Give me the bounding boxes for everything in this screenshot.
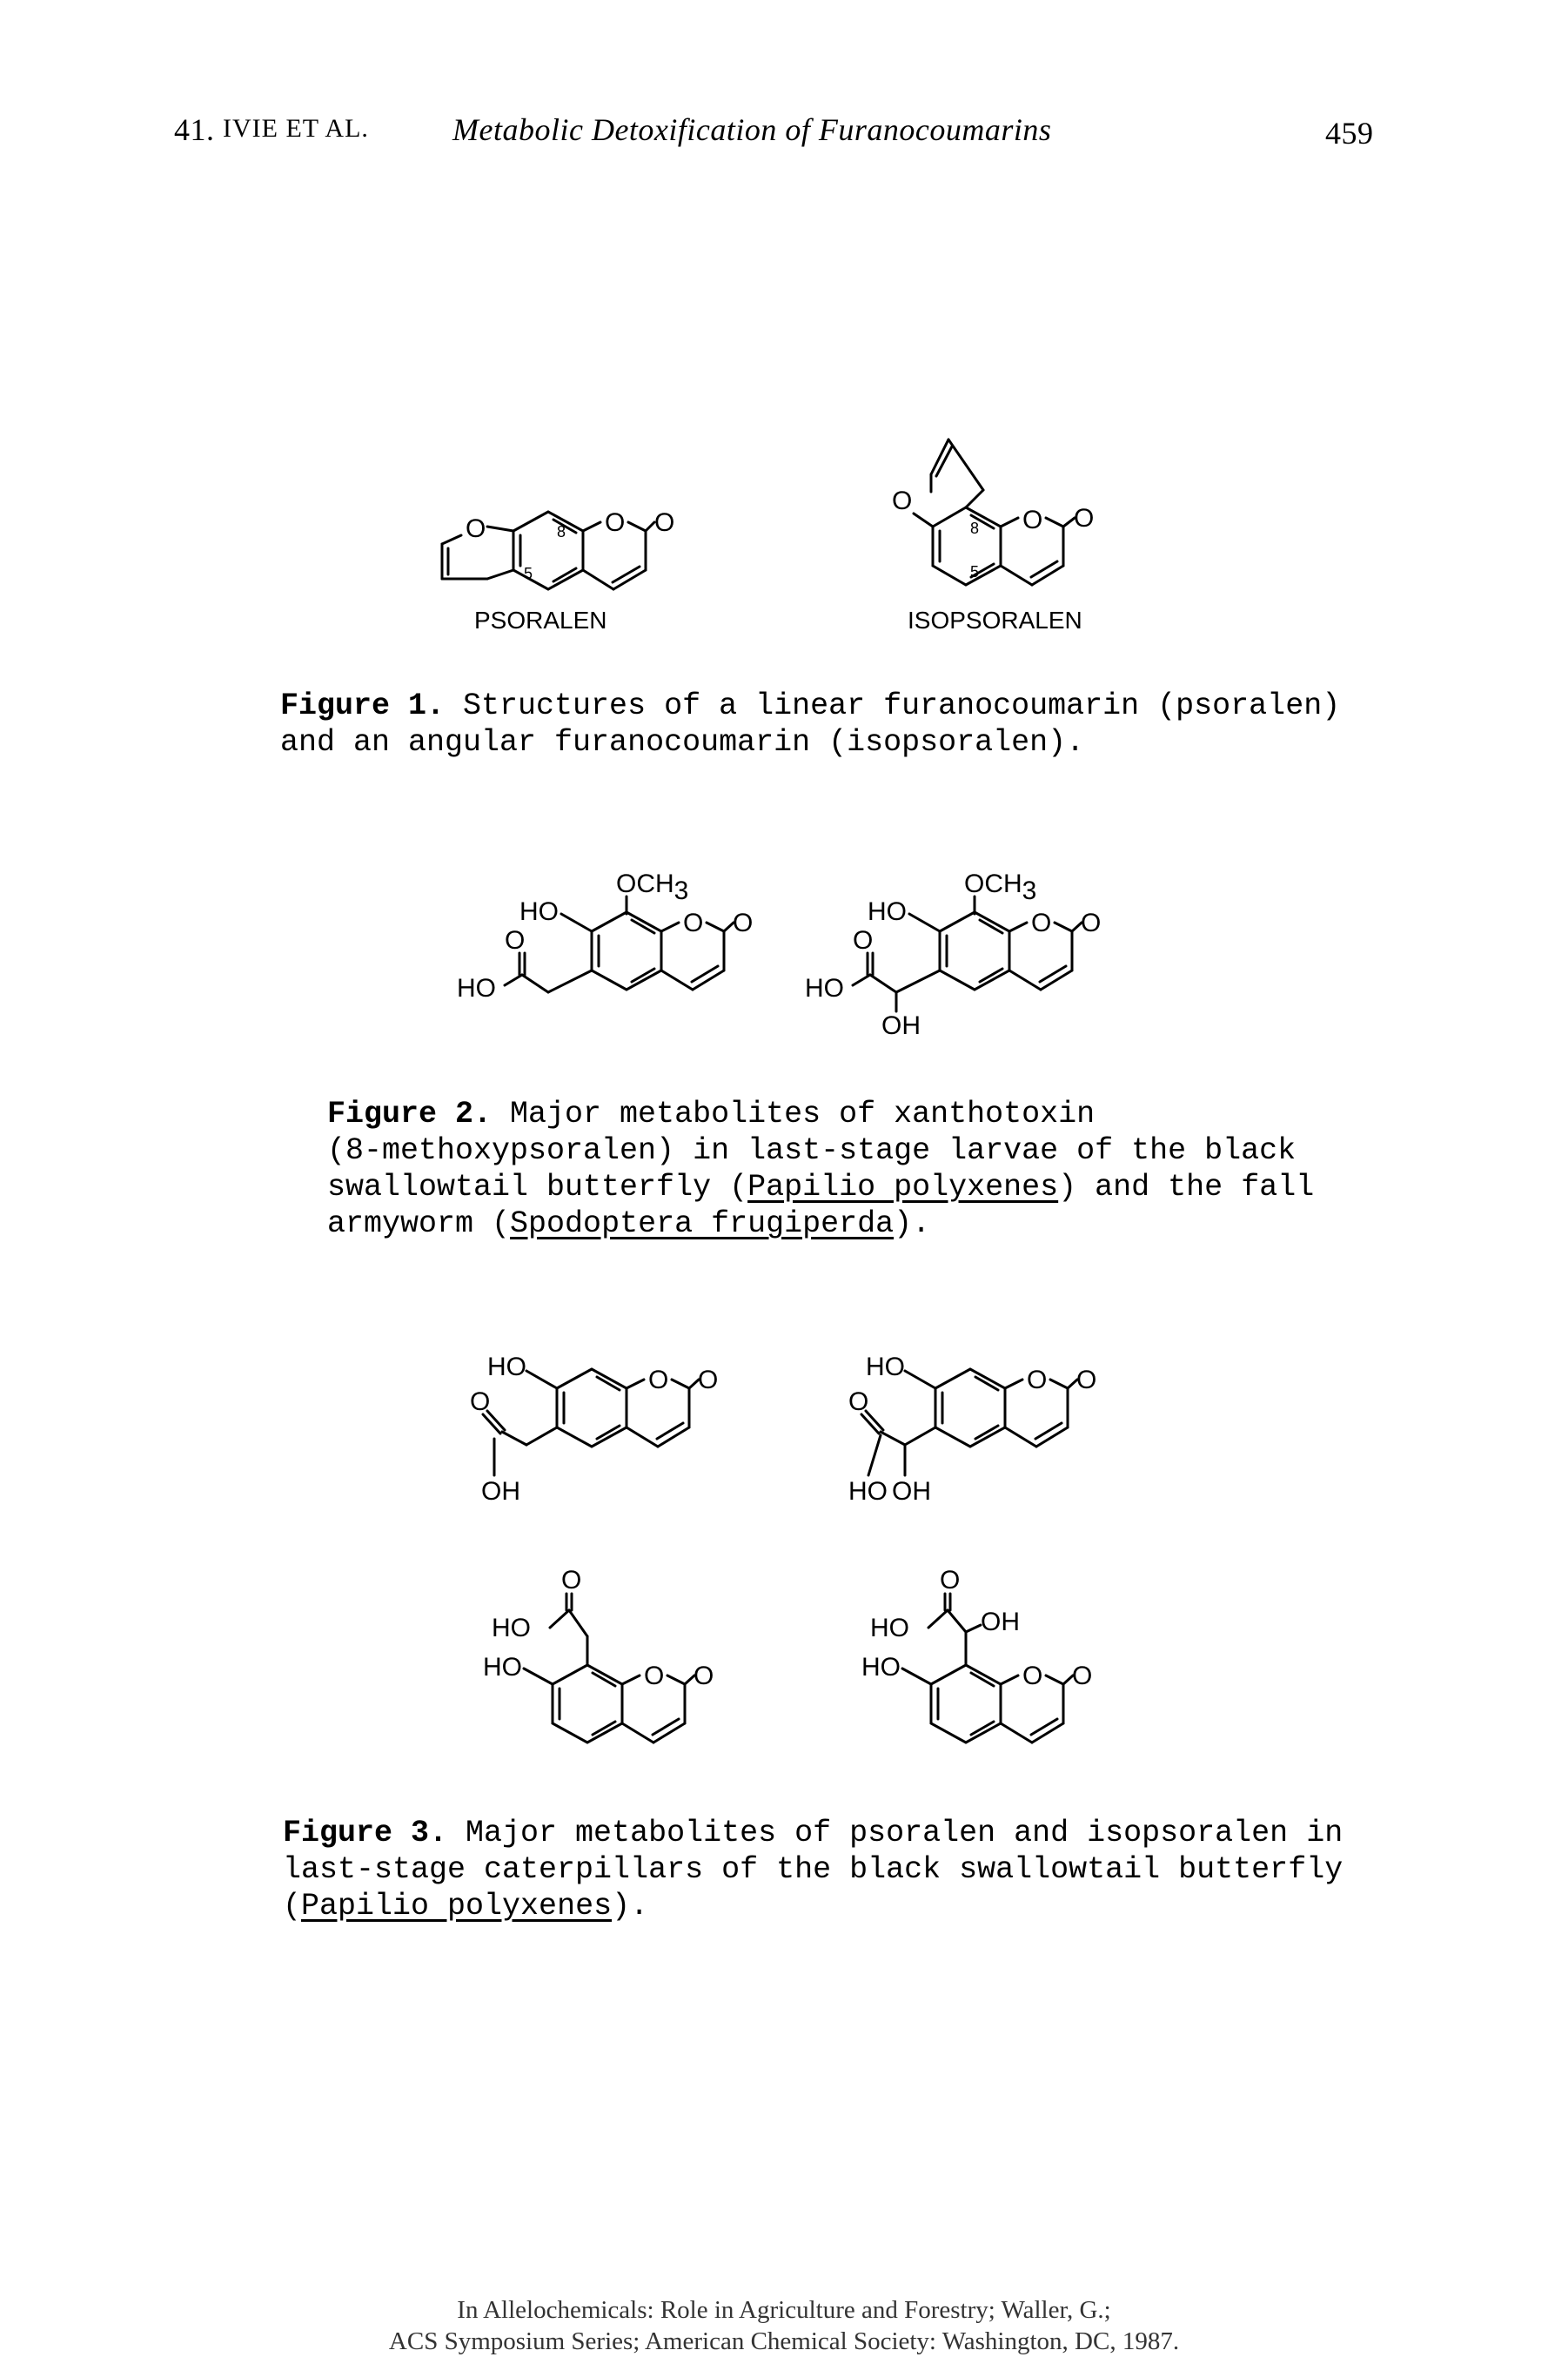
- atom-ho: HO: [492, 1614, 531, 1642]
- atom-oh: OH: [892, 1477, 931, 1506]
- atom-ho: HO: [805, 974, 844, 1003]
- atom-o: O: [605, 508, 625, 537]
- atom-o: O: [1076, 1366, 1096, 1394]
- caption-text: (: [283, 1889, 302, 1924]
- position-label: 8: [557, 523, 566, 541]
- atom-o: O: [561, 1566, 581, 1595]
- caption-text: ).: [612, 1889, 649, 1924]
- atom-oh: OH: [481, 1477, 520, 1506]
- atom-o: O: [698, 1366, 718, 1394]
- atom-o: O: [1072, 1662, 1092, 1690]
- atom-ho: HO: [483, 1653, 522, 1682]
- isopsoralen-metabolite-acid: O HO HO O O: [483, 1566, 714, 1744]
- isopsoralen-metabolite-hydroxy-acid: O HO OH HO O O: [861, 1566, 1092, 1744]
- atom-o: O: [1027, 1366, 1047, 1394]
- position-label: 8: [970, 520, 979, 537]
- running-head-title: Metabolic Detoxification of Furanocoumar…: [452, 112, 1052, 147]
- atom-ho: HO: [870, 1614, 909, 1642]
- caption-text: Major metabolites of xanthotoxin: [492, 1097, 1096, 1131]
- atom-o: O: [733, 909, 753, 937]
- atom-ho: HO: [861, 1653, 901, 1682]
- species-name: Papilio polyxenes: [301, 1889, 613, 1924]
- atom-oh: OH: [981, 1608, 1020, 1636]
- atom-o: O: [644, 1662, 664, 1690]
- atom-oh: OH: [881, 1011, 921, 1040]
- atom-ho: HO: [868, 897, 907, 926]
- source-citation-line-2: ACS Symposium Series; American Chemical …: [388, 2327, 1180, 2355]
- position-label: 5: [524, 565, 533, 582]
- atom-o: O: [683, 909, 703, 937]
- atom-ho: HO: [866, 1353, 905, 1381]
- figure-2-caption: Figure 2. Major metabolites of xanthotox…: [327, 1096, 1314, 1242]
- atom-ho: HO: [848, 1477, 888, 1506]
- figure-2-label: Figure 2.: [327, 1097, 493, 1131]
- caption-text: (8-methoxypsoralen) in last-stage larvae…: [327, 1133, 1297, 1168]
- methoxy-group: OCH3: [616, 870, 688, 905]
- caption-text: ) and the fall: [1058, 1170, 1315, 1205]
- psoralen-metabolite-acid: HO O OH O O: [470, 1353, 718, 1506]
- xanthotoxin-metabolite-acid: OCH3 HO O HO O O: [457, 870, 753, 1003]
- atom-o: O: [1031, 909, 1051, 937]
- position-label: 5: [970, 563, 979, 581]
- psoralen-metabolite-hydroxy-acid: HO O HO OH O O: [848, 1353, 1096, 1506]
- figure-3-caption: Figure 3. Major metabolites of psoralen …: [283, 1815, 1343, 1924]
- atom-o: O: [1081, 909, 1101, 937]
- caption-text: swallowtail butterfly (: [327, 1170, 748, 1205]
- atom-o: O: [654, 508, 674, 537]
- xanthotoxin-metabolite-hydroxy-acid: OCH3 HO O HO OH O O: [805, 870, 1101, 1040]
- atom-ho: HO: [457, 974, 496, 1003]
- compound-label: PSORALEN: [474, 607, 607, 634]
- atom-ho: HO: [487, 1353, 526, 1381]
- atom-o: O: [505, 926, 525, 955]
- figure-1-caption: Figure 1. Structures of a linear furanoc…: [280, 688, 1340, 761]
- atom-o: O: [853, 926, 873, 955]
- atom-o: O: [940, 1566, 960, 1595]
- isopsoralen-structure: O O O 8 5: [892, 438, 1094, 587]
- caption-text: Structures of a linear furanocoumarin (p…: [445, 688, 1341, 723]
- atom-o: O: [466, 514, 486, 543]
- atom-o: O: [1022, 506, 1042, 534]
- caption-text: ).: [894, 1206, 931, 1241]
- atom-ho: HO: [519, 897, 559, 926]
- species-name: Spodoptera frugiperda: [510, 1206, 895, 1241]
- caption-text: last-stage caterpillars of the black swa…: [283, 1852, 1344, 1887]
- page-number: 459: [1325, 116, 1374, 151]
- atom-o: O: [694, 1662, 714, 1690]
- source-citation-line-1: In Allelochemicals: Role in Agriculture …: [457, 2296, 1111, 2324]
- figure-3-label: Figure 3.: [283, 1816, 448, 1850]
- atom-o: O: [892, 487, 912, 515]
- running-head-authors: IVIE ET AL.: [223, 114, 369, 143]
- atom-o: O: [648, 1366, 668, 1394]
- methoxy-group: OCH3: [964, 870, 1036, 905]
- caption-text: and an angular furanocoumarin (isopsoral…: [280, 725, 1085, 760]
- atom-o: O: [848, 1387, 868, 1416]
- figure-1-label: Figure 1.: [280, 688, 446, 723]
- atom-o: O: [470, 1387, 490, 1416]
- atom-o: O: [1074, 504, 1094, 533]
- caption-text: armyworm (: [327, 1206, 511, 1241]
- atom-o: O: [1022, 1662, 1042, 1690]
- psoralen-structure: O O O 8 5: [440, 508, 674, 591]
- compound-label: ISOPSORALEN: [908, 607, 1082, 634]
- caption-text: Major metabolites of psoralen and isopso…: [447, 1816, 1344, 1850]
- species-name: Papilio polyxenes: [747, 1170, 1059, 1205]
- chapter-number: 41.: [174, 112, 215, 147]
